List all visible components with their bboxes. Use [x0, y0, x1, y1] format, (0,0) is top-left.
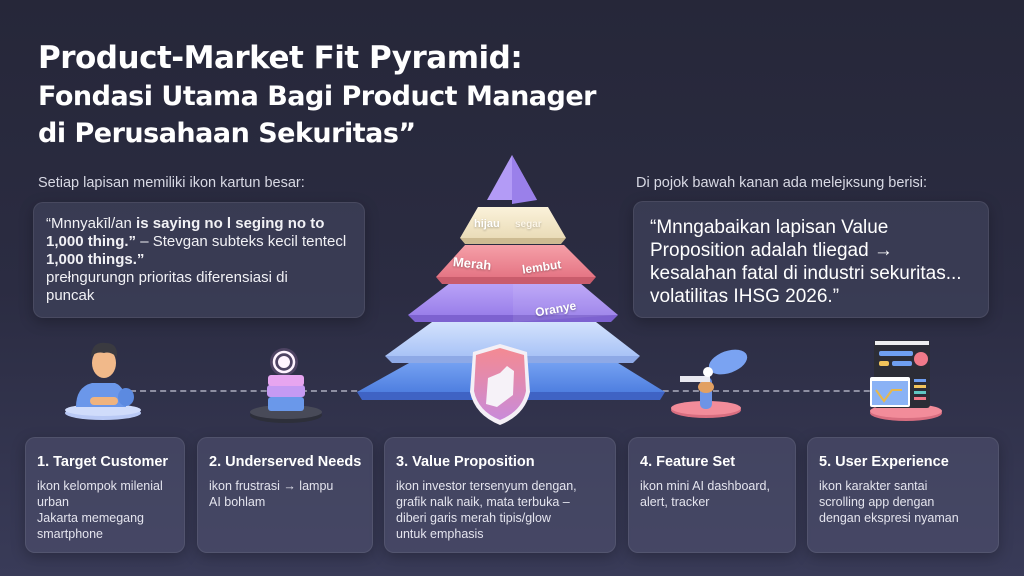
page-title: Product-Market Fit Pyramid: Fondasi Utam…	[38, 38, 596, 152]
step-desc-line: diberi garis merah tipis/glow	[396, 511, 551, 525]
step-desc-line: ikon mini AI dashboard,	[640, 479, 770, 493]
pyramid-label-segar: segar	[515, 219, 542, 230]
dashboard-screen-icon	[870, 340, 942, 421]
step-desc-line: AI bohlam	[209, 495, 266, 509]
title-line-2: Fondasi Utama Bagi Product Manager	[38, 81, 596, 112]
satellite-dish-icon	[671, 349, 748, 418]
right-section-label: Di pojok bawah kanan ada melejĸsung beri…	[636, 175, 927, 191]
quote-text: – Stevgan subteks kecil tentecl	[136, 233, 347, 250]
left-quote-line-1: “Mnnyakīl/an is saying no l seging no to	[46, 215, 352, 233]
shield-icon	[470, 344, 530, 425]
step-desc-line: scrolling app dengan	[819, 495, 935, 509]
step-desc-line: urban	[37, 495, 69, 509]
step-desc-line: grafik nalk naik, mata terbuka –	[396, 495, 570, 509]
step-desc-line: ikon kelompok milenial	[37, 479, 163, 493]
step-title: 1. Target Customer	[37, 454, 169, 470]
pyramid-apex	[487, 155, 537, 204]
right-quote-text: “Mnngabaikan lapisan Value Proposition a…	[650, 217, 962, 307]
quote-text-bold: is saying no l seging no to	[136, 215, 325, 232]
left-quote-line-5: puncak	[46, 287, 95, 304]
title-line-1: Product-Market Fit Pyramid:	[38, 40, 523, 76]
step-desc-line: ikon frustrasi → lampu	[209, 479, 334, 493]
step-title: 5. User Experience	[819, 454, 949, 470]
left-quote-line-3: 1,000 things.”	[46, 251, 352, 269]
step-card-feature-set: 4. Feature Set ikon mini AI dashboard, a…	[628, 437, 796, 553]
step-title: 3. Value Proposition	[396, 454, 535, 470]
step-desc-line: Jakarta memegang	[37, 511, 145, 525]
step-desc-line: alert, tracker	[640, 495, 710, 509]
left-section-label: Setiap lapisan memiliki ikon kartun besa…	[38, 175, 305, 191]
quote-text: “Mnnyakīl/an	[46, 215, 137, 232]
step-desc-line: ikon karakter santai	[819, 479, 928, 493]
step-card-underserved-needs: 2. Underserved Needs ikon frustrasi → la…	[197, 437, 373, 553]
left-quote-card: “Mnnyakīl/an is saying no l seging no to…	[33, 202, 365, 318]
pyramid-layer-2	[460, 207, 566, 244]
pyramid-layer-4	[408, 283, 618, 322]
step-desc-line: ikon investor tersenyum dengan,	[396, 479, 577, 493]
step-card-target-customer: 1. Target Customer ikon kelompok milenia…	[25, 437, 185, 553]
step-title: 4. Feature Set	[640, 454, 736, 470]
quote-text-bold: 1,000 thing.”	[46, 233, 137, 250]
pyramid-label-hijau: hijau	[474, 218, 500, 230]
step-desc-line: smartphone	[37, 527, 104, 541]
title-line-3: di Perusahaan Sekuritas”	[38, 118, 416, 149]
right-quote-card: “Mnngabaikan lapisan Value Proposition a…	[633, 201, 989, 318]
step-card-value-proposition: 3. Value Proposition ikon investor terse…	[384, 437, 616, 553]
step-desc-line: dengan ekspresi nyaman	[819, 511, 959, 525]
step-card-user-experience: 5. User Experience ikon karakter santai …	[807, 437, 999, 553]
left-quote-line-2: 1,000 thing.” – Stevgan subteks kecil te…	[46, 233, 352, 251]
lightbulb-stack-icon	[250, 348, 322, 423]
left-quote-line-4: prełngurungn prioritas diferensiasi di	[46, 269, 288, 286]
pyramid-layer-3	[436, 245, 596, 284]
quote-text-bold: 1,000 things.”	[46, 251, 145, 268]
step-title: 2. Underserved Needs	[209, 454, 362, 470]
person-with-phone-icon	[65, 342, 141, 420]
step-desc-line: untuk emphasis	[396, 527, 484, 541]
